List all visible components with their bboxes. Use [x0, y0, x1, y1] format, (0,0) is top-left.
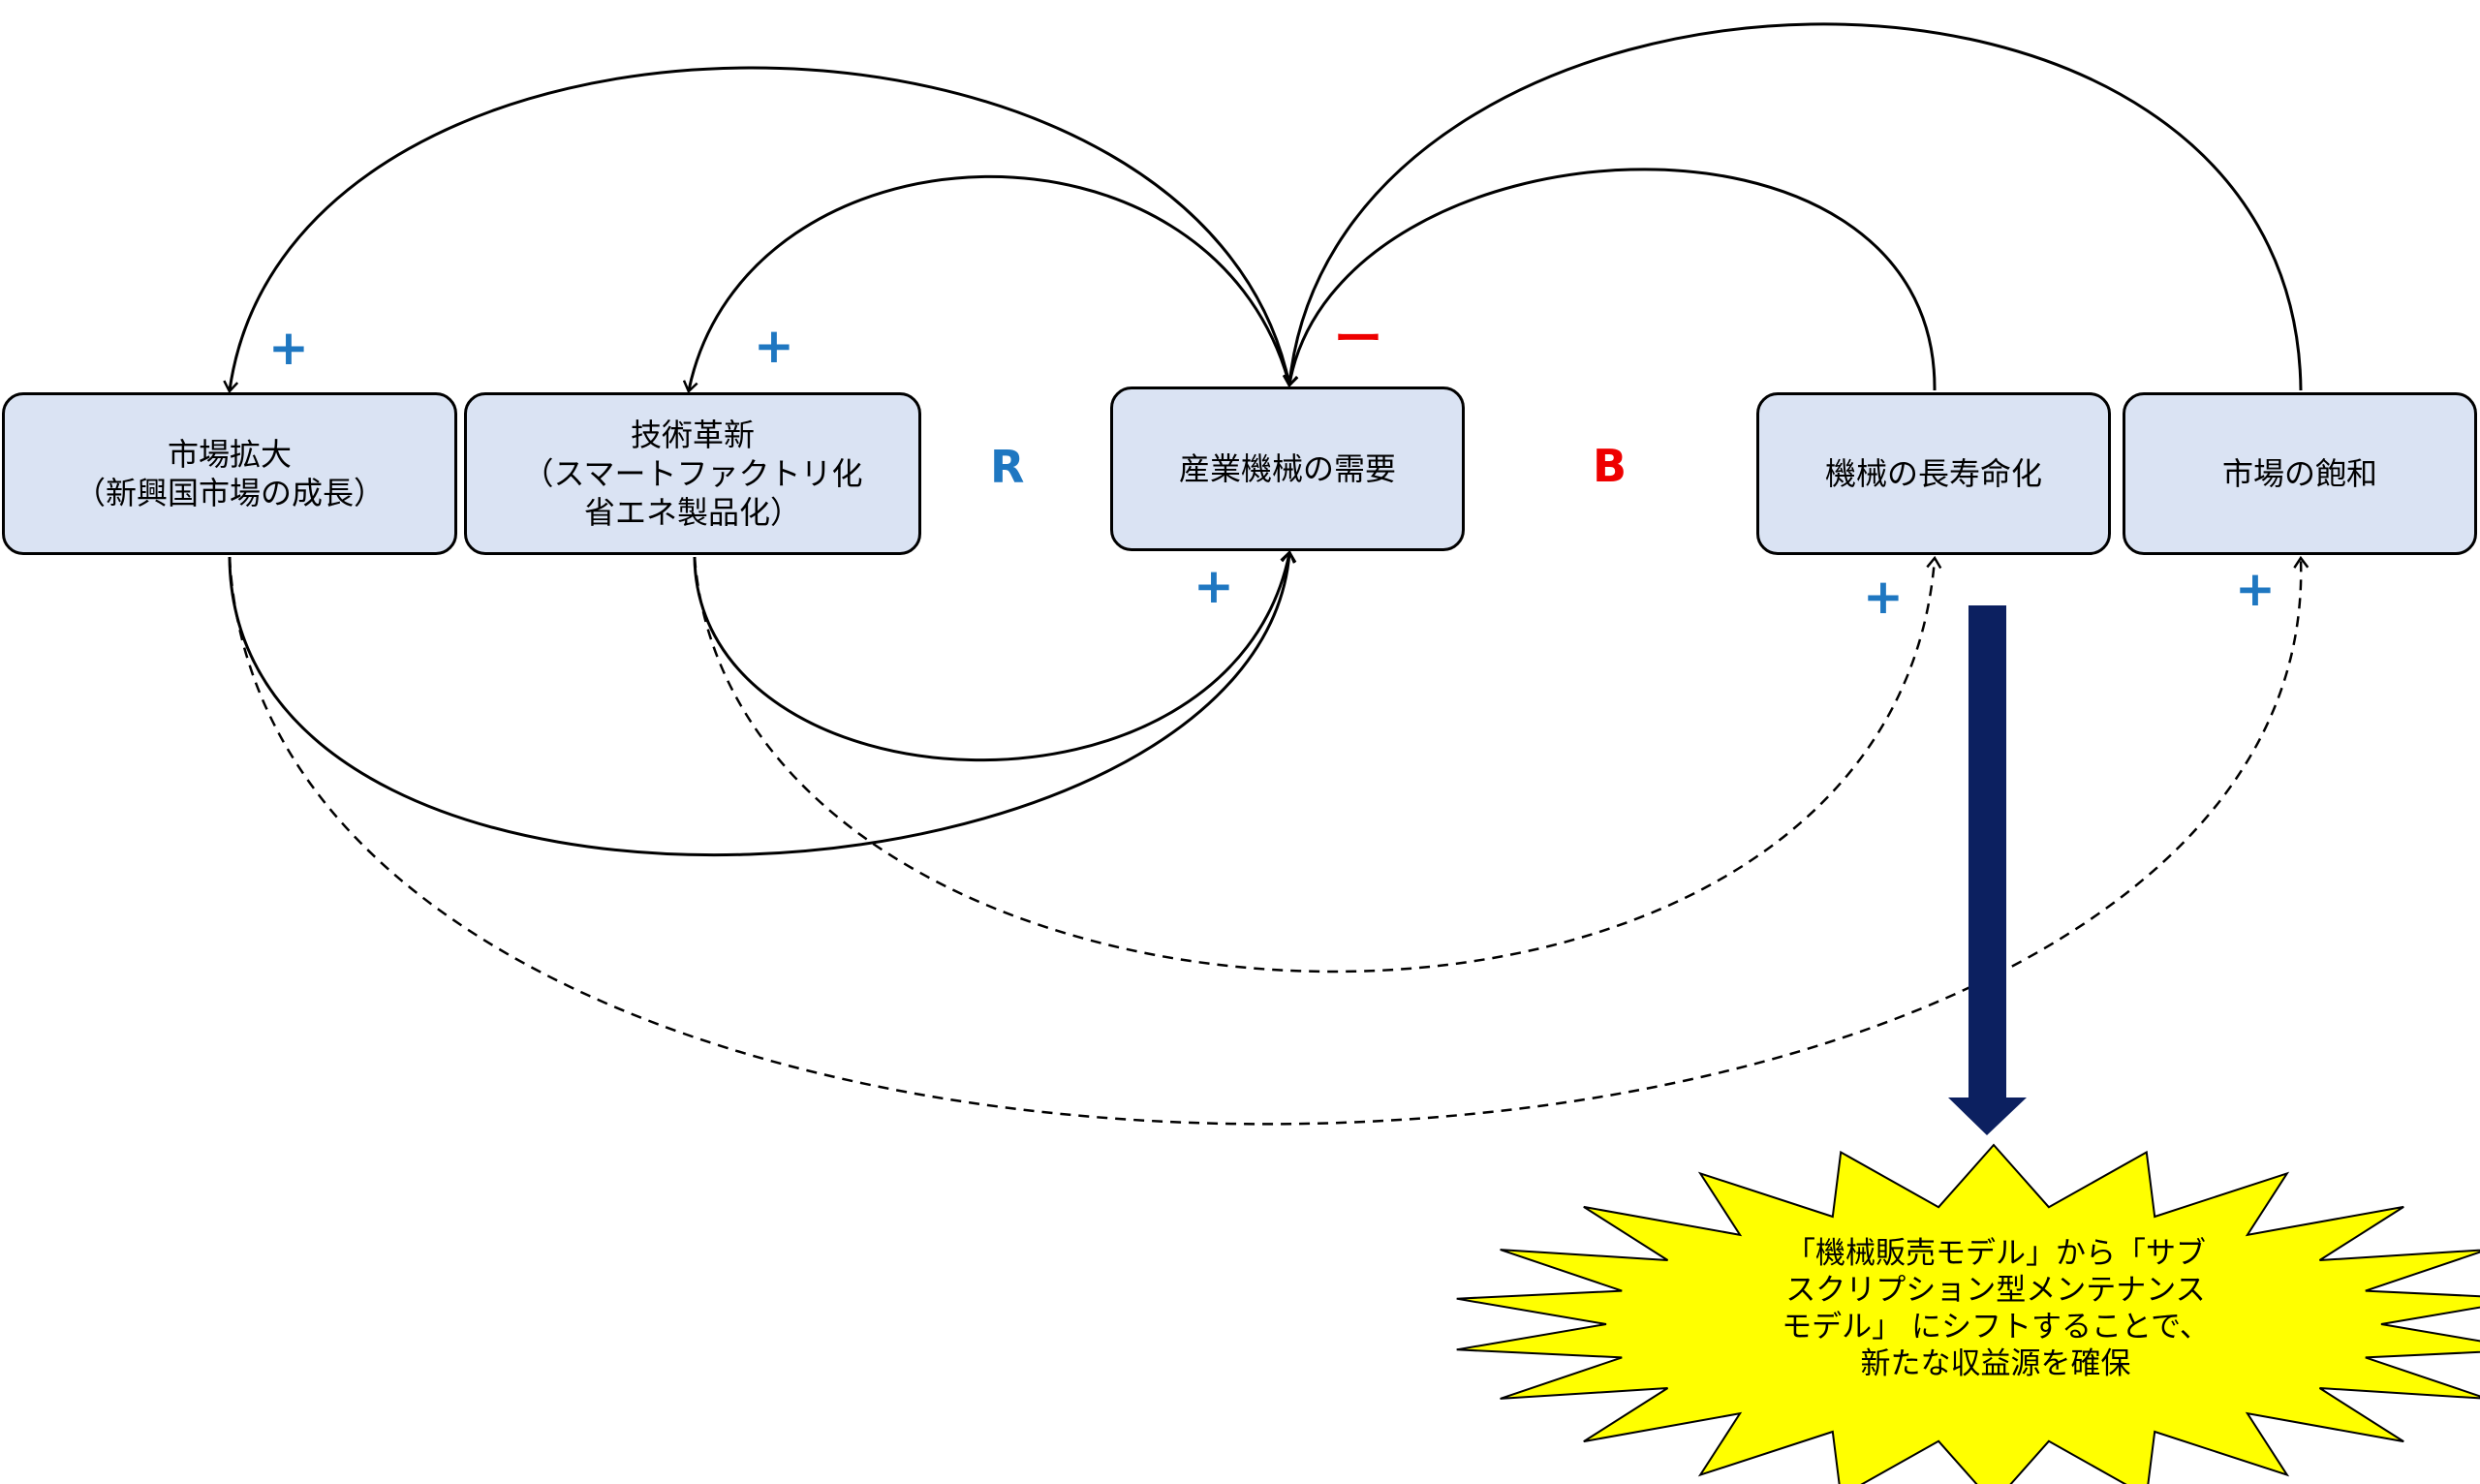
node-market-saturation: 市場の飽和 — [2123, 392, 2477, 555]
link-demand-to-market-expansion — [230, 66, 1291, 390]
loop-label-reinforcing: R — [990, 441, 1025, 493]
loop-label-balancing: B — [1593, 440, 1628, 492]
sign-plus-market-expansion: + — [268, 320, 309, 376]
node-tech-innovation: 技術革新 （スマートファクトリ化 省エネ製品化） — [464, 392, 921, 555]
node-saturation-label: 市場の飽和 — [2221, 455, 2377, 492]
sign-plus-demand: + — [1194, 558, 1234, 614]
link-tech-innovation-to-demand — [693, 553, 1289, 761]
node-market-expansion: 市場拡大 （新興国市場の成長） — [2, 392, 457, 555]
node-industrial-machinery-demand: 産業機械の需要 — [1110, 386, 1465, 551]
link-longevity-to-demand — [1289, 168, 1937, 391]
node-longevity-label: 機械の長寿命化 — [1824, 455, 2042, 492]
big-down-arrow — [1948, 605, 2027, 1135]
sign-plus-tech-innovation: + — [754, 318, 794, 374]
link-market-expansion-to-demand — [228, 553, 1289, 857]
sign-minus-demand: ー — [1334, 311, 1382, 367]
node-machine-longevity: 機械の長寿命化 — [1756, 392, 2111, 555]
node-market-expansion-line-2: （新興国市場の成長） — [74, 475, 385, 511]
callout-line-1: 「機械販売モデル」から「サブ — [1785, 1236, 2206, 1271]
sign-plus-saturation: + — [2235, 561, 2276, 617]
starburst-callout — [1456, 1143, 2480, 1484]
callout-line-2: スクリプション型メンテナンス — [1785, 1273, 2206, 1308]
callout-text: 「機械販売モデル」から「サブ スクリプション型メンテナンス モデル」 にシフトす… — [1676, 1235, 2315, 1382]
node-tech-innovation-line-3: 省エネ製品化） — [583, 494, 801, 531]
callout-line-4: 新たな収益源を確保 — [1860, 1346, 2131, 1381]
callout-line-3: モデル」 にシフトすることで、 — [1782, 1310, 2210, 1345]
link-demand-to-tech-innovation — [689, 174, 1291, 390]
sign-plus-longevity: + — [1863, 569, 1904, 625]
node-tech-innovation-line-2: （スマートファクトリ化 — [522, 455, 863, 492]
node-market-expansion-line-1: 市場拡大 — [167, 436, 292, 473]
node-demand-label: 産業機械の需要 — [1178, 450, 1396, 487]
node-tech-innovation-line-1: 技術革新 — [630, 417, 755, 453]
link-saturation-to-demand — [1289, 22, 2303, 391]
link-tech-innovation-to-longevity — [693, 557, 1935, 974]
link-market-expansion-to-saturation — [228, 557, 2301, 1126]
